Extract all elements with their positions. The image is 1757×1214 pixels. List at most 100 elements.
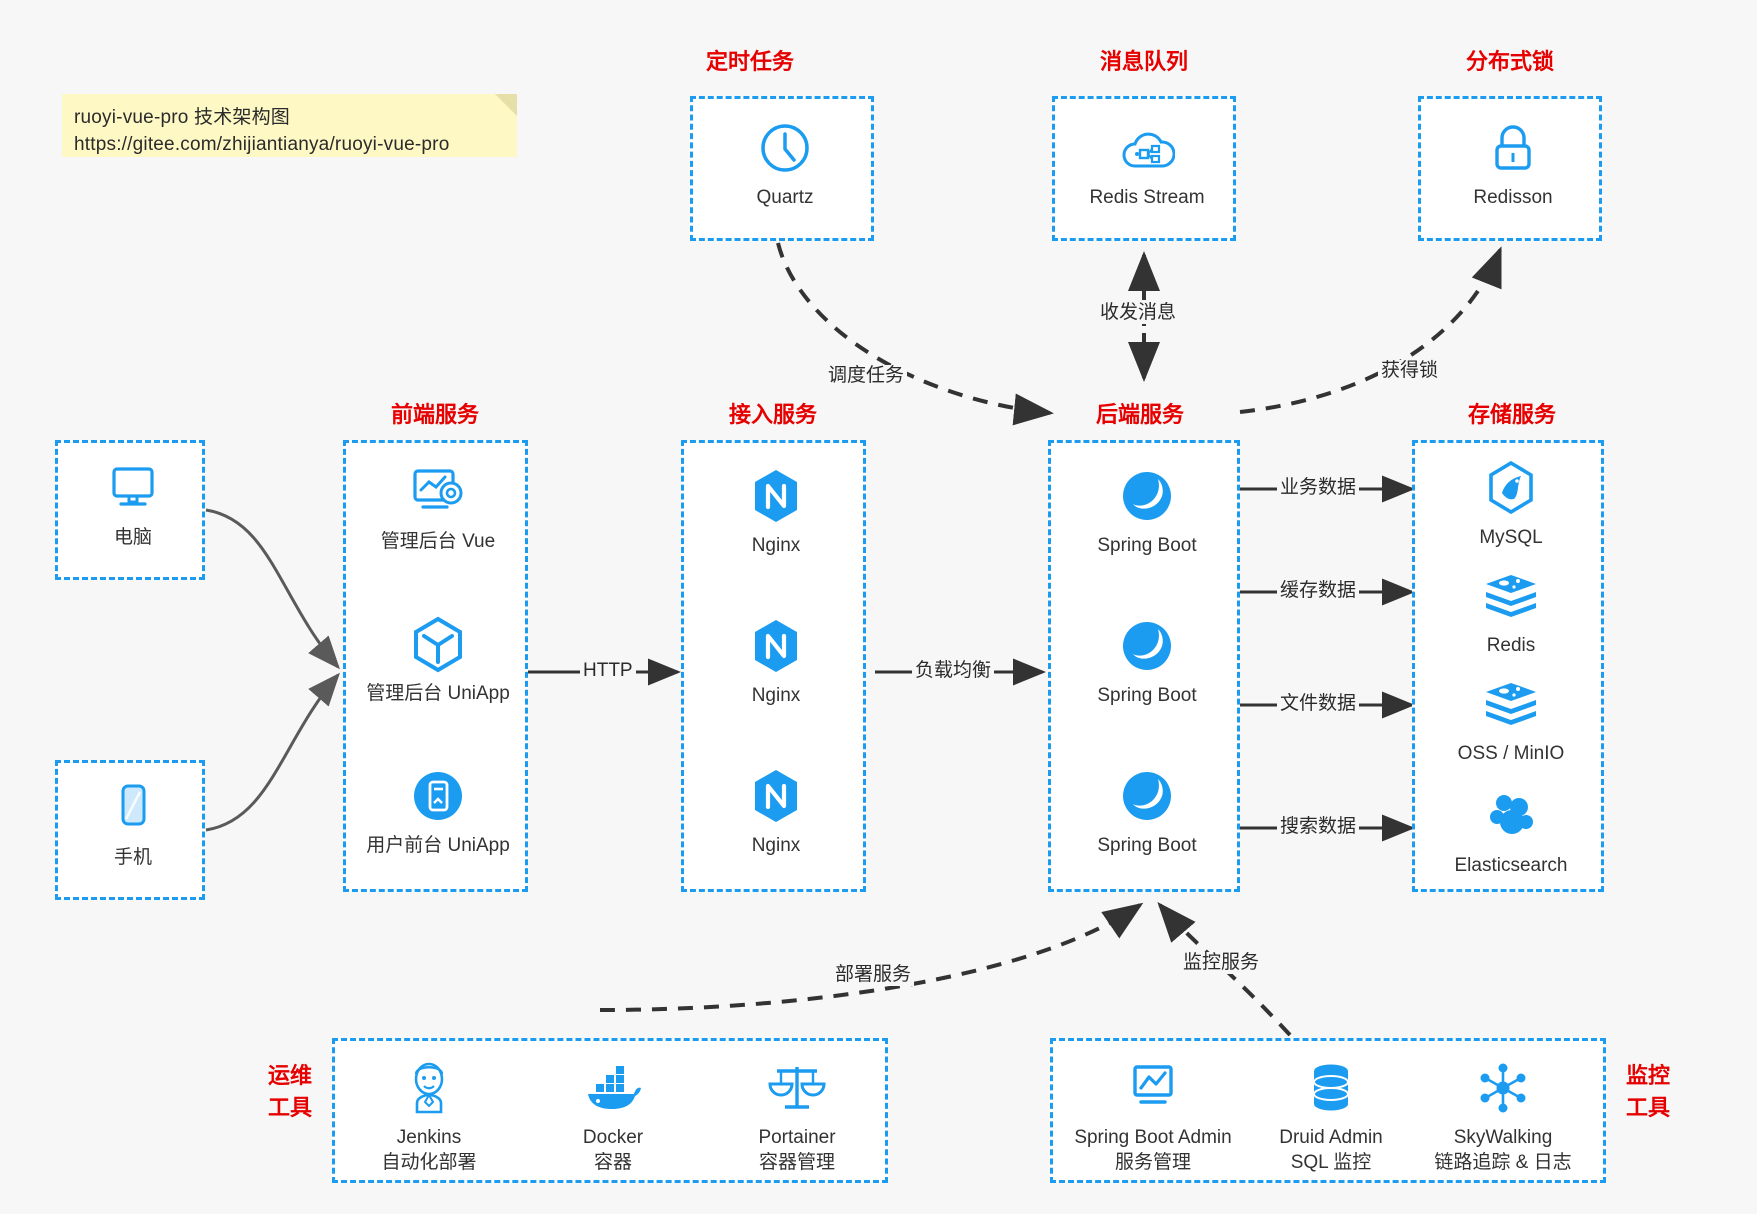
nginx-icon [696,465,856,527]
phone-icon [53,777,213,839]
node-sublabel: 链路追踪 & 日志 [1434,1152,1572,1173]
node-label: 管理后台 UniApp [366,683,510,704]
edge-label-business-data: 业务数据 [1277,477,1360,499]
node-admin-uniapp[interactable]: 管理后台 UniApp [358,613,518,706]
node-redisson[interactable]: Redisson [1433,117,1593,210]
group-box-message-queue: Redis Stream [1052,96,1236,241]
jenkins-icon [349,1057,509,1119]
node-label: 管理后台 Vue [380,531,496,552]
node-label: Portainer [758,1127,836,1148]
node-nginx-1[interactable]: Nginx [696,465,856,558]
node-admin-vue[interactable]: 管理后台 Vue [358,461,518,554]
dashboard-gear-icon [358,461,518,523]
edge-label-acquire-lock: 获得锁 [1378,360,1442,382]
node-spring-boot-2[interactable]: Spring Boot [1067,615,1227,708]
group-box-scheduled-task: Quartz [690,96,874,241]
node-label: Elasticsearch [1454,855,1568,876]
edge-label-schedule-task: 调度任务 [825,365,908,387]
node-phone[interactable]: 手机 [53,777,213,870]
spring-boot-icon [1067,465,1227,527]
node-label: MySQL [1479,527,1543,548]
node-desktop[interactable]: 电脑 [53,457,213,550]
node-docker[interactable]: Docker 容器 [533,1057,693,1175]
group-box-backend: Spring Boot Spring Boot Spring Boot [1048,440,1240,892]
node-label: Jenkins [396,1127,462,1148]
edge-label-monitor-service: 监控服务 [1180,952,1263,974]
portainer-scales-icon [717,1057,877,1119]
monitor-chart-icon [1073,1057,1233,1119]
node-label: Spring Boot Admin [1074,1127,1232,1148]
node-label: 手机 [113,847,152,868]
node-jenkins[interactable]: Jenkins 自动化部署 [349,1057,509,1175]
nginx-icon [696,615,856,677]
node-mysql[interactable]: MySQL [1431,457,1591,550]
group-title-storage: 存储服务 [1467,402,1556,427]
node-spring-boot-1[interactable]: Spring Boot [1067,465,1227,558]
edge-label-http: HTTP [580,660,636,682]
edge-label-deploy-service: 部署服务 [832,964,915,986]
monitoring-title-line1: 监控 [1625,1063,1670,1088]
edge-label-file-data: 文件数据 [1277,693,1360,715]
node-label: Spring Boot [1097,535,1197,556]
node-nginx-2[interactable]: Nginx [696,615,856,708]
node-label: Nginx [751,835,801,856]
group-box-storage: MySQL Redis [1412,440,1604,892]
node-sublabel: 服务管理 [1114,1152,1191,1173]
node-oss-minio[interactable]: OSS / MinIO [1431,673,1591,766]
node-druid-admin[interactable]: Druid Admin SQL 监控 [1251,1057,1411,1175]
note-card: ruoyi-vue-pro 技术架构图 https://gitee.com/zh… [62,94,517,157]
node-label: Spring Boot [1097,685,1197,706]
group-box-gateway: Nginx Nginx Nginx [681,440,866,892]
cube-icon [358,613,518,675]
node-portainer[interactable]: Portainer 容器管理 [717,1057,877,1175]
edge-label-load-balance: 负载均衡 [912,660,995,682]
node-user-uniapp[interactable]: 用户前台 UniApp [358,765,518,858]
node-spring-boot-admin[interactable]: Spring Boot Admin 服务管理 [1073,1057,1233,1175]
node-label: SkyWalking [1453,1127,1553,1148]
node-label: Nginx [751,535,801,556]
group-title-monitoring: 监控 工具 [1616,1060,1680,1124]
edge-label-cache-data: 缓存数据 [1277,580,1360,602]
node-label: Nginx [751,685,801,706]
elasticsearch-icon [1431,785,1591,847]
node-label: Docker [582,1127,644,1148]
node-label: 用户前台 UniApp [366,835,510,856]
node-redis[interactable]: Redis [1431,565,1591,658]
node-label: Quartz [756,187,814,208]
node-quartz[interactable]: Quartz [705,117,865,210]
spring-boot-icon [1067,765,1227,827]
node-skywalking[interactable]: SkyWalking 链路追踪 & 日志 [1423,1057,1583,1175]
node-spring-boot-3[interactable]: Spring Boot [1067,765,1227,858]
node-sublabel: 容器管理 [758,1152,835,1173]
edge-label-send-receive-message: 收发消息 [1097,302,1180,324]
node-sublabel: 容器 [593,1152,632,1173]
node-elasticsearch[interactable]: Elasticsearch [1431,785,1591,878]
cloud-stream-icon [1067,117,1227,179]
node-sublabel: SQL 监控 [1290,1152,1372,1173]
node-nginx-3[interactable]: Nginx [696,765,856,858]
devops-title-line2: 工具 [267,1095,312,1120]
clock-icon [705,117,865,179]
group-box-devops: Jenkins 自动化部署 Docker 容器 [332,1038,888,1183]
note-fold-corner [495,94,517,116]
monitoring-title-line2: 工具 [1625,1095,1670,1120]
group-title-devops: 运维 工具 [258,1060,322,1124]
mobile-app-icon [358,765,518,827]
nginx-icon [696,765,856,827]
oss-minio-icon [1431,673,1591,735]
node-redis-stream[interactable]: Redis Stream [1067,117,1227,210]
group-title-distributed-lock: 分布式锁 [1465,49,1554,74]
devops-title-line1: 运维 [267,1063,312,1088]
desktop-icon [53,457,213,519]
node-label: Redis [1486,635,1536,656]
spring-boot-icon [1067,615,1227,677]
group-box-monitoring: Spring Boot Admin 服务管理 Druid Admin SQL 监… [1050,1038,1606,1183]
lock-icon [1433,117,1593,179]
group-title-backend: 后端服务 [1095,402,1184,427]
mysql-icon [1431,457,1591,519]
database-icon [1251,1057,1411,1119]
group-title-gateway: 接入服务 [728,402,817,427]
edge-label-search-data: 搜索数据 [1277,816,1360,838]
group-box-frontend: 管理后台 Vue 管理后台 UniApp 用户前台 UniApp [343,440,528,892]
